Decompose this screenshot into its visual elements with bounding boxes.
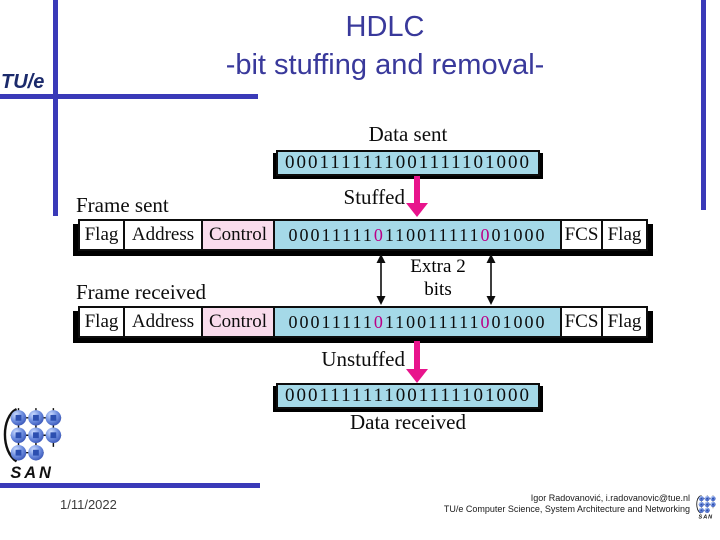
extra-bits-label-line2: bits [424,279,452,300]
stuffed-bit: 0 [373,224,385,245]
bit-run: 01000 [491,311,547,332]
frame-cell-flag: Flag [601,219,648,251]
frame-cell-address: Address [123,306,203,338]
frame-cell-flag: Flag [78,219,125,251]
extra-bit-arrow-left-icon [376,254,386,305]
unstuffed-label: Unstuffed [321,347,405,371]
tue-logo: TU/e [1,71,45,93]
bit-run: 00011111 [288,224,374,245]
data-received-label: Data received [349,410,466,434]
stuffed-down-arrow-icon [406,176,428,217]
bit-run: 110011111 [384,224,481,245]
bottom-horizontal-rule [0,483,260,488]
stuffed-bit: 0 [373,311,385,332]
extra-bits-label: Extra 2 bits [394,255,482,301]
data-sent-label: Data sent [368,122,448,146]
slide-title: HDLC -bit stuffing and removal- [50,8,720,84]
san-logo-icon: SAN [3,406,63,482]
frame-cell-flag: Flag [601,306,648,338]
data-sent-box: 0001111111001111101000 [276,150,540,176]
left-vertical-rule [53,0,58,216]
frame-cell-fcs: FCS [560,306,603,338]
frame-cell-flag: Flag [78,306,125,338]
frame-cell-address: Address [123,219,203,251]
stuffed-label: Stuffed [343,185,405,209]
frame-cell-control: Control [201,219,275,251]
bit-run: 00011111 [288,311,374,332]
data-received-box: 0001111111001111101000 [276,383,540,409]
top-horizontal-rule [0,94,258,99]
frame-cell-fcs: FCS [560,219,603,251]
san-logo-mini-icon [696,494,717,520]
footer-credit-line2: TU/e Computer Science, System Architectu… [443,504,690,514]
stuffed-bit: 0 [480,311,492,332]
bit-run: 110011111 [384,311,481,332]
frame-cell-control: Control [201,306,275,338]
bit-run: 01000 [491,224,547,245]
footer-date: 1/11/2022 [60,497,117,512]
unstuffed-down-arrow-icon [406,341,428,383]
frame-received-label: Frame received [76,280,207,304]
extra-bits-label-line1: Extra 2 [410,256,466,277]
extra-bit-arrow-right-icon [486,254,496,305]
footer-credit-line1: Igor Radovanović, i.radovanovic@tue.nl [530,493,690,503]
frame-sent-label: Frame sent [76,193,169,217]
slide-title-line1: HDLC [345,11,425,43]
right-vertical-rule [701,0,706,210]
footer-credits: Igor Radovanović, i.radovanovic@tue.nl T… [300,493,690,515]
stuffed-bit: 0 [480,224,492,245]
slide-title-line2: -bit stuffing and removal- [225,49,545,81]
